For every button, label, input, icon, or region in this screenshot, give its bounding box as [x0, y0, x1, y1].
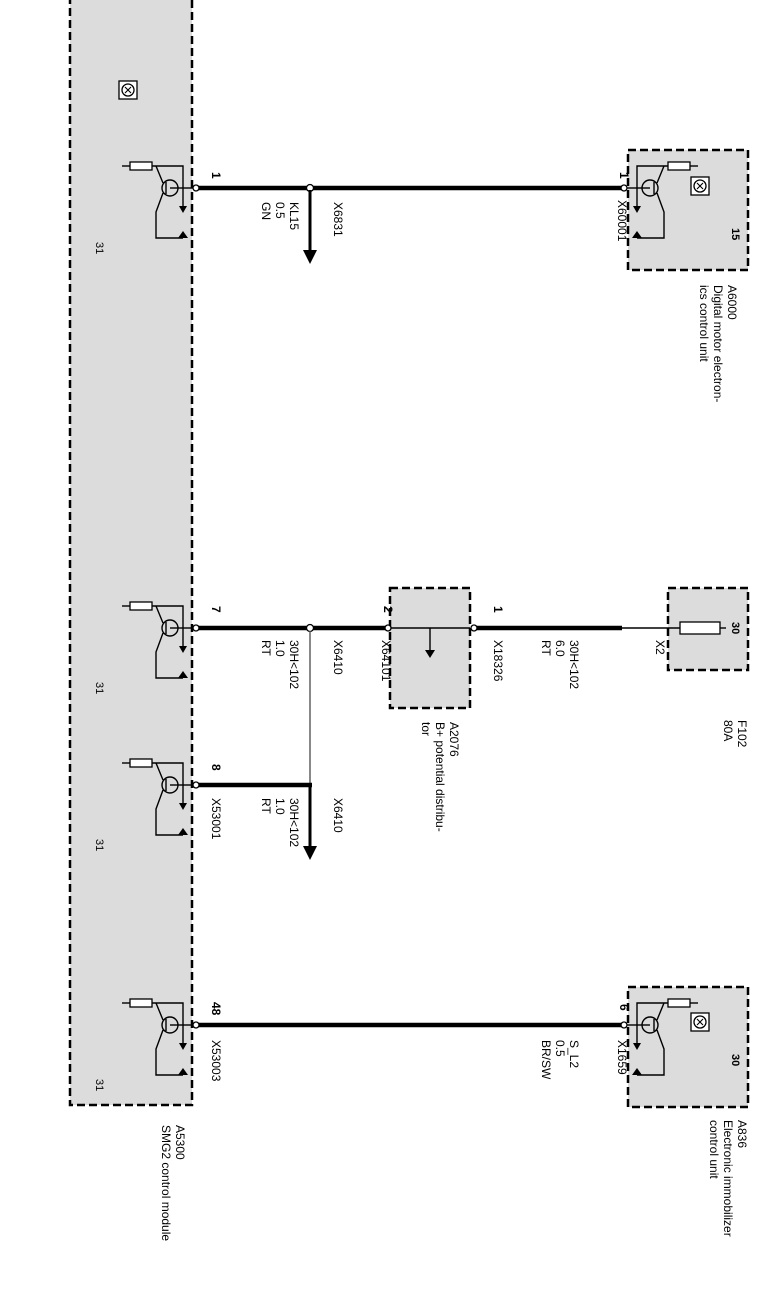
- ews-ic-icon: [690, 1012, 710, 1032]
- fuse-id: F102: [735, 720, 749, 748]
- kl15-pin-right: 1: [617, 172, 631, 179]
- kl15-signal: KL15: [287, 202, 301, 230]
- ground-label-3: 31: [93, 839, 105, 851]
- sl2-pin-right: 6: [617, 1004, 631, 1011]
- kl15-color: GN: [259, 202, 273, 220]
- b30a-signal-right: 30H<102: [567, 640, 581, 689]
- fuse-terminal-label: 30: [729, 622, 741, 634]
- ews-name-line1: Electronic immobilizer: [721, 1120, 735, 1237]
- b30a-pin-bplus-in: 2: [381, 606, 395, 613]
- sl2-connector-right: X1659: [615, 1040, 629, 1075]
- b30a-pin-bplus-out: 1: [491, 606, 505, 613]
- sl2-signal: S_L2: [567, 1040, 581, 1068]
- ews-box: [626, 985, 750, 1109]
- b30b-pin-left: 8: [209, 764, 223, 771]
- ground-label-1: 31: [93, 242, 105, 254]
- b30b-color: RT: [259, 798, 273, 814]
- smg2-ic-icon: [118, 80, 138, 100]
- b30b-connector-left: X53001: [209, 798, 223, 840]
- dme-id: A6000: [725, 285, 739, 320]
- b30a-color-right: RT: [539, 640, 553, 656]
- b30a-color-left: RT: [259, 640, 273, 656]
- dme-terminal-label: 15: [729, 228, 741, 240]
- splice-x6410: [305, 623, 315, 633]
- bplus-id: A2076: [447, 722, 461, 757]
- b30a-connector-bplus-in: X64101: [379, 640, 393, 682]
- splice-x6410-arrow-icon: [303, 846, 317, 860]
- b30a-size-left: 1.0: [273, 640, 287, 657]
- b30a-signal-left: 30H<102: [287, 640, 301, 689]
- fuse-rating: 80A: [721, 720, 735, 741]
- b30a-pin-left: 7: [209, 606, 223, 613]
- b30a-size-right: 6.0: [553, 640, 567, 657]
- ground-label-2: 31: [93, 682, 105, 694]
- b30a-splice: X6410: [331, 640, 345, 675]
- kl15-splice: X6831: [331, 202, 345, 237]
- bplus-name-line2: tor: [419, 722, 433, 736]
- b30b-signal: 30H<102: [287, 798, 301, 847]
- b30b-splice: X6410: [331, 798, 345, 833]
- dme-ic-icon: [690, 176, 710, 196]
- ews-name-line2: control unit: [707, 1120, 721, 1179]
- splice-x6831-arrow-icon: [303, 250, 317, 264]
- bplus-name-line1: B+ potential distribu-: [433, 722, 447, 832]
- ews-id: A836: [735, 1120, 749, 1148]
- smg2-name: SMG2 control module: [159, 1125, 173, 1241]
- fuse-icon: [679, 621, 721, 635]
- sl2-size: 0.5: [553, 1040, 567, 1057]
- sl2-connector-left: X53003: [209, 1040, 223, 1082]
- b30a-connector-fuse: X2: [653, 640, 667, 655]
- smg2-id: A5300: [173, 1125, 187, 1160]
- dme-name-line2: ics control unit: [697, 285, 711, 362]
- ews-terminal-label: 30: [729, 1054, 741, 1066]
- smg2-module-box: [68, 0, 194, 1107]
- sl2-pin-left: 48: [209, 1002, 223, 1016]
- dme-name-line1: Digital motor electron-: [711, 285, 725, 402]
- ground-label-4: 31: [93, 1079, 105, 1091]
- b30b-size: 1.0: [273, 798, 287, 815]
- kl15-size: 0.5: [273, 202, 287, 219]
- kl15-pin-left: 1: [209, 172, 223, 179]
- kl15-connector-right: X60001: [615, 200, 629, 242]
- b30a-connector-bplus-out: X18326: [491, 640, 505, 682]
- sl2-color: BR/SW: [539, 1040, 553, 1080]
